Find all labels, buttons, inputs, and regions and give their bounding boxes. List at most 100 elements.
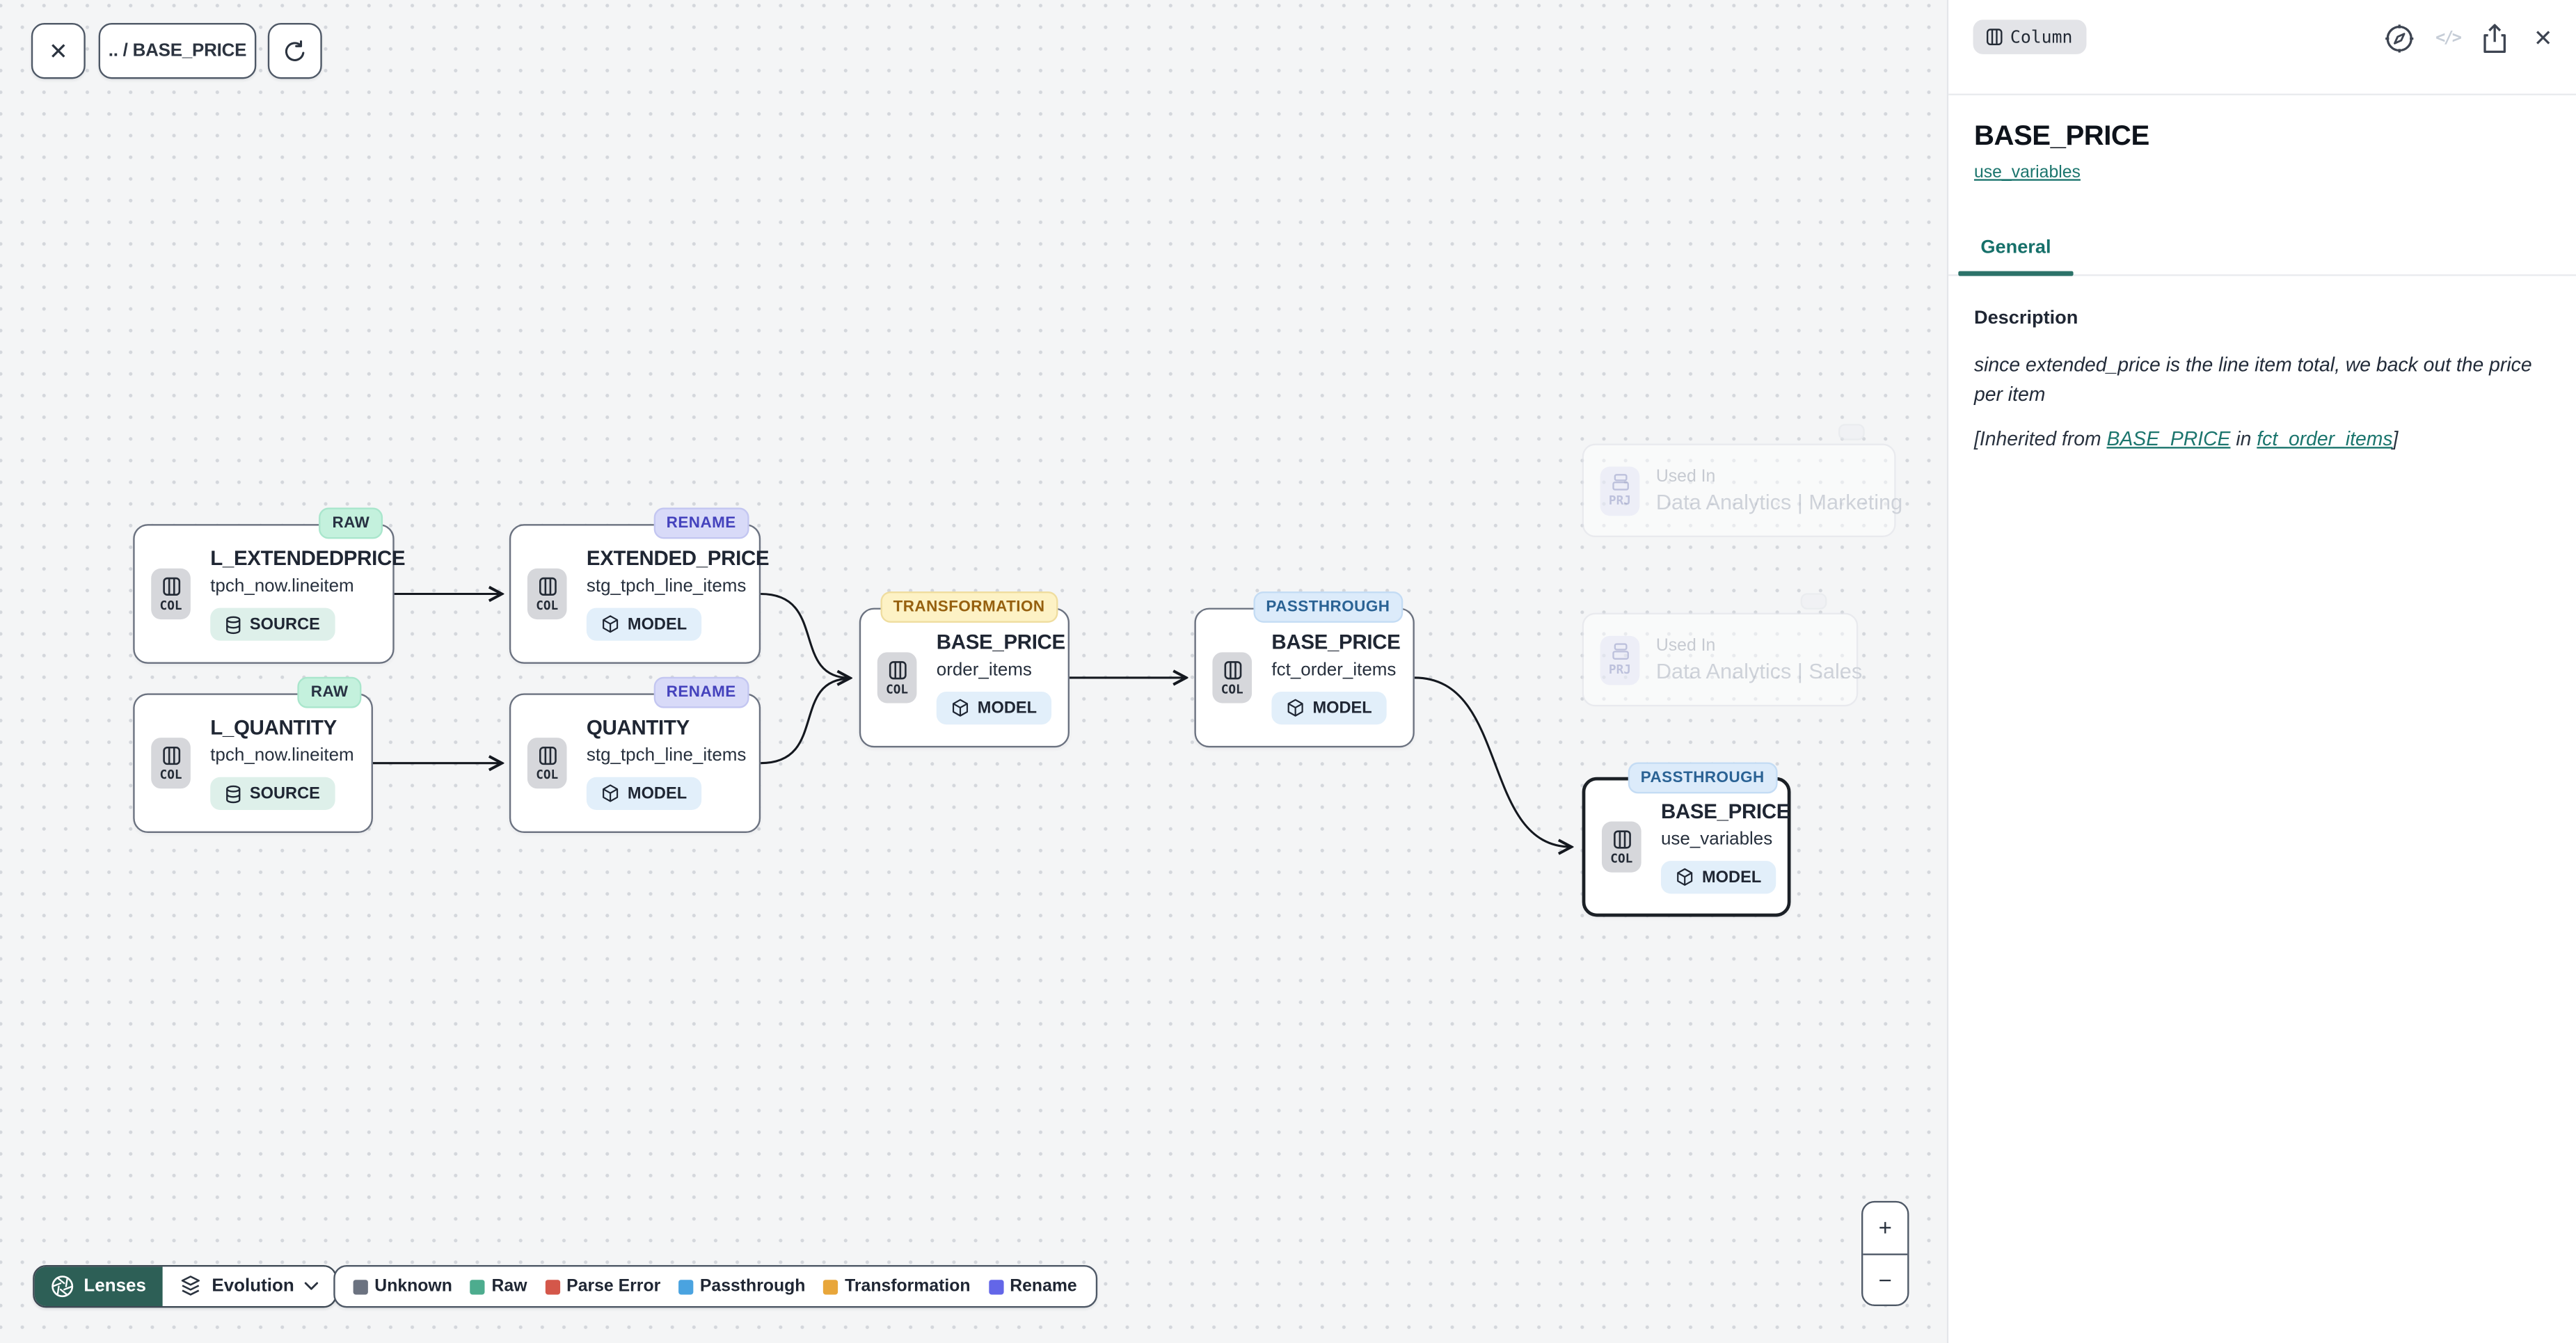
legend-item-passthrough: Passthrough <box>678 1276 805 1296</box>
legend-swatch <box>823 1279 838 1294</box>
breadcrumb[interactable]: .. / BASE_PRICE <box>98 23 257 79</box>
kind-label: PRJ <box>1608 493 1631 508</box>
used-in-text: Used In Data Analytics | Marketing <box>1655 466 1903 514</box>
lineage-node-l-extendedprice[interactable]: RAW COL L_EXTENDEDPRICE tpch_now.lineite… <box>133 507 406 664</box>
columns-icon <box>538 576 556 595</box>
lens-mode-label: Evolution <box>212 1276 294 1296</box>
faded-badge <box>1838 424 1865 440</box>
column-name: BASE_PRICE <box>1660 800 1790 823</box>
table-name: order_items <box>936 660 1032 681</box>
lineage-node-l-quantity[interactable]: RAW COL L_QUANTITY tpch_now.lineitem SOU… <box>133 676 373 834</box>
column-name: BASE_PRICE <box>936 630 1065 654</box>
legend-item-unknown: Unknown <box>353 1276 452 1296</box>
column-name: L_EXTENDEDPRICE <box>210 547 406 571</box>
tab-general[interactable]: General <box>1957 238 2074 276</box>
lineage-node-extended-price[interactable]: RENAME COL EXTENDED_PRICE stg_tpch_line_… <box>509 507 770 664</box>
columns-icon <box>162 745 180 764</box>
node-body: L_QUANTITY tpch_now.lineitem SOURCE <box>210 716 354 810</box>
resource-type-chip: MODEL <box>1660 861 1776 894</box>
table-name: stg_tpch_line_items <box>586 576 747 597</box>
close-panel-button[interactable]: ✕ <box>2533 24 2553 51</box>
share-icon <box>2484 23 2507 52</box>
cube-icon <box>603 615 619 633</box>
resource-type-chip: SOURCE <box>210 777 335 810</box>
refresh-icon <box>285 39 305 61</box>
lineage-node-base-price-order-items[interactable]: TRANSFORMATION COL BASE_PRICE order_item… <box>859 591 1070 748</box>
kind-label: COL <box>1610 850 1633 866</box>
node-body: BASE_PRICE fct_order_items MODEL <box>1271 631 1401 725</box>
aperture-icon <box>51 1276 74 1298</box>
faded-badge <box>1800 593 1827 610</box>
inherited-column-link[interactable]: BASE_PRICE <box>2106 427 2231 450</box>
inherited-model-link[interactable]: fct_order_items <box>2257 427 2393 450</box>
zoom-out-button[interactable]: − <box>1863 1253 1908 1305</box>
node-body: QUANTITY stg_tpch_line_items MODEL <box>586 716 747 810</box>
column-name: QUANTITY <box>586 716 690 740</box>
column-kind-chip: COL <box>527 738 567 789</box>
breadcrumb-label: .. / BASE_PRICE <box>108 41 247 61</box>
legend-item-raw: Raw <box>470 1276 527 1296</box>
lineage-node-base-price-fct-order-items[interactable]: PASSTHROUGH COL BASE_PRICE fct_order_ite… <box>1194 591 1415 748</box>
project-kind-chip: PRJ <box>1600 466 1640 516</box>
close-lineage-button[interactable]: ✕ <box>31 23 86 79</box>
entity-type-badge: Column <box>1972 19 2086 54</box>
table-name: fct_order_items <box>1271 660 1397 681</box>
lenses-button[interactable]: Lenses <box>34 1266 163 1306</box>
column-kind-chip: COL <box>1212 652 1253 704</box>
close-icon: ✕ <box>48 37 68 63</box>
column-kind-chip: COL <box>527 568 567 620</box>
kind-label: COL <box>1221 681 1243 696</box>
refresh-button[interactable] <box>267 23 322 79</box>
panel-body: BASE_PRICE use_variables General Descrip… <box>1948 120 2576 450</box>
legend-swatch <box>353 1279 368 1294</box>
legend-swatch <box>678 1279 694 1294</box>
column-kind-chip: COL <box>151 738 191 789</box>
database-icon <box>226 784 241 803</box>
active-tab-underline <box>1957 271 2074 276</box>
evolution-badge-passthrough: PASSTHROUGH <box>1627 762 1778 794</box>
table-name: stg_tpch_line_items <box>586 745 747 766</box>
legend-item-rename: Rename <box>988 1276 1077 1296</box>
project-icon <box>1612 474 1628 491</box>
explore-compass-button[interactable] <box>2384 22 2417 54</box>
resource-type-chip: MODEL <box>936 691 1052 725</box>
used-in-node-marketing[interactable]: PRJ Used In Data Analytics | Marketing <box>1582 424 1902 538</box>
column-name: L_QUANTITY <box>210 716 337 740</box>
legend-item-transformation: Transformation <box>823 1276 971 1296</box>
detail-panel: Column </> ✕ <box>1946 0 2576 1343</box>
node-body: BASE_PRICE order_items MODEL <box>936 630 1065 725</box>
evolution-badge-transformation: TRANSFORMATION <box>880 591 1058 623</box>
model-link[interactable]: use_variables <box>1973 162 2081 183</box>
used-in-node-sales[interactable]: PRJ Used In Data Analytics | Sales <box>1582 593 1862 707</box>
column-kind-chip: COL <box>877 652 917 704</box>
evolution-badge-raw: RAW <box>297 676 362 708</box>
project-kind-chip: PRJ <box>1600 635 1640 685</box>
lineage-canvas[interactable]: ✕ .. / BASE_PRICE RAW COL L_EXTENDEDPRIC… <box>0 0 1946 1343</box>
lineage-node-base-price-use-variables[interactable]: PASSTHROUGH COL BASE_PRICE use_variables… <box>1582 762 1791 917</box>
column-kind-chip: COL <box>151 568 191 620</box>
zoom-in-button[interactable]: + <box>1863 1202 1908 1253</box>
inherited-from-line: [Inherited from BASE_PRICE in fct_order_… <box>1973 427 2399 450</box>
database-icon <box>226 615 241 633</box>
description-text: since extended_price is the line item to… <box>1973 353 2532 406</box>
project-icon <box>1612 643 1628 660</box>
compass-icon <box>2386 24 2415 52</box>
zoom-control: + − <box>1861 1200 1909 1306</box>
lineage-node-quantity[interactable]: RENAME COL QUANTITY stg_tpch_line_items … <box>509 676 761 834</box>
share-button[interactable] <box>2479 22 2512 54</box>
panel-title: BASE_PRICE <box>1973 120 2149 152</box>
evolution-badge-rename: RENAME <box>653 507 749 539</box>
panel-tabs: General <box>1948 238 2576 276</box>
lenses-label: Lenses <box>84 1276 146 1296</box>
lenses-control: Lenses Evolution <box>33 1264 337 1308</box>
evolution-badge-raw: RAW <box>319 507 383 539</box>
column-name: EXTENDED_PRICE <box>586 547 770 571</box>
project-name: Data Analytics | Marketing <box>1655 489 1903 514</box>
table-name: use_variables <box>1660 829 1773 850</box>
cube-icon <box>952 699 969 717</box>
view-code-button[interactable]: </> <box>2435 29 2462 47</box>
lens-mode-dropdown[interactable]: Evolution <box>162 1266 335 1306</box>
kind-label: COL <box>159 766 182 781</box>
cube-icon <box>1287 699 1303 717</box>
columns-icon <box>538 745 556 764</box>
